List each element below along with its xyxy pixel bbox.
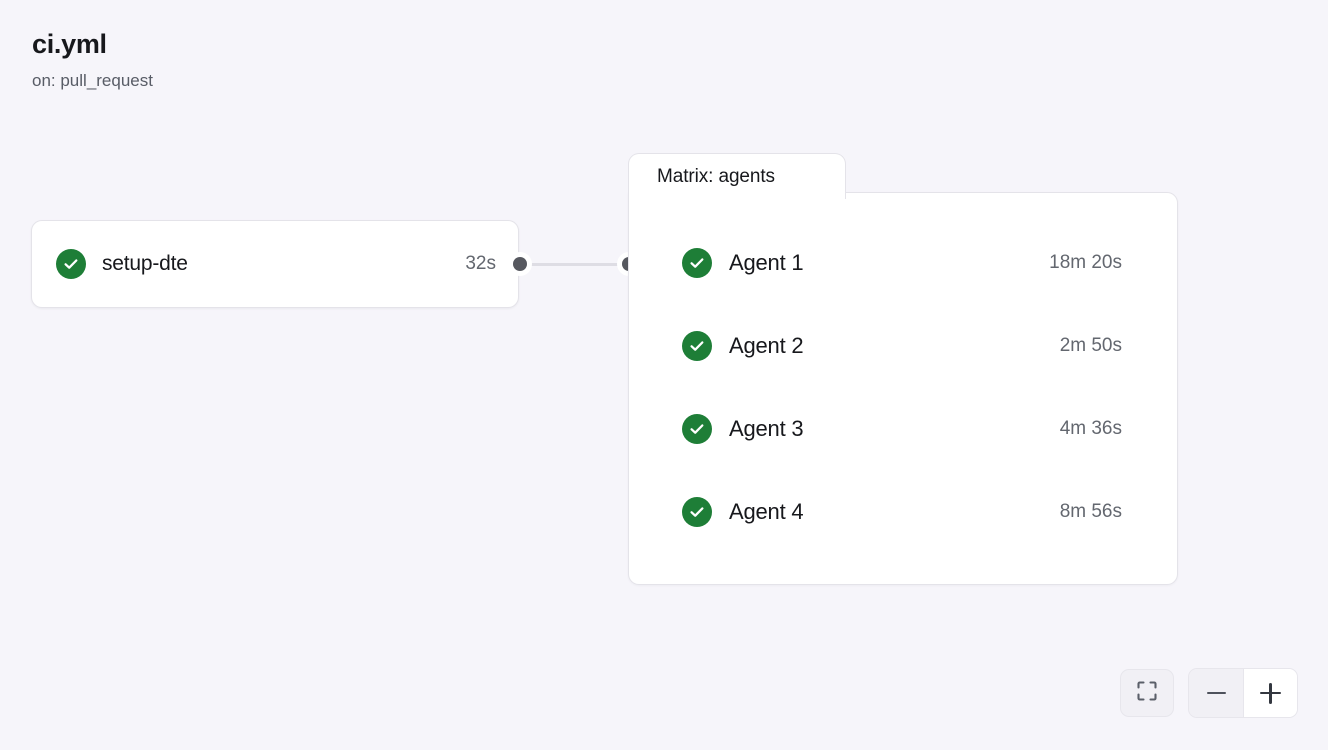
tab-seam <box>629 191 845 195</box>
matrix-body <box>628 192 1178 585</box>
plus-icon <box>1260 682 1281 704</box>
fit-screen-icon <box>1135 679 1159 708</box>
fit-view-button[interactable] <box>1120 669 1174 717</box>
zoom-control-group <box>1188 668 1298 718</box>
agent-duration: 8m 56s <box>1059 501 1122 522</box>
matrix-agent-row[interactable]: Agent 4 8m 56s <box>682 496 1122 528</box>
agent-duration: 2m 50s <box>1059 335 1122 356</box>
agent-name-label: Agent 1 <box>729 250 804 275</box>
check-circle-icon <box>682 414 712 444</box>
check-circle-icon <box>682 331 712 361</box>
minus-icon <box>1206 691 1226 695</box>
page-title: ci.yml <box>32 29 107 59</box>
check-circle-icon <box>682 497 712 527</box>
job-node-setup-dte[interactable]: setup-dte 32s <box>31 220 519 308</box>
edge-setup-to-matrix <box>519 263 631 266</box>
agent-name-label: Agent 3 <box>729 416 804 441</box>
zoom-in-button[interactable] <box>1243 669 1297 717</box>
workflow-trigger: on: pull_request <box>32 70 153 90</box>
job-name-label: setup-dte <box>102 252 188 275</box>
job-duration: 32s <box>465 253 496 274</box>
matrix-agent-list: Agent 1 18m 20s Agent 2 2m 50s A <box>628 192 1178 585</box>
agent-duration: 4m 36s <box>1059 418 1122 439</box>
agent-name-label: Agent 2 <box>729 333 804 358</box>
workflow-header: ci.yml on: pull_request <box>32 29 153 90</box>
matrix-agent-row[interactable]: Agent 3 4m 36s <box>682 413 1122 445</box>
graph-controls <box>1120 668 1298 718</box>
output-port-setup-dte[interactable] <box>513 257 527 271</box>
matrix-agent-row[interactable]: Agent 2 2m 50s <box>682 330 1122 362</box>
agent-name-label: Agent 4 <box>729 499 804 524</box>
matrix-group-agents[interactable]: Matrix: agents Agent 1 18m 20s <box>628 153 1178 585</box>
zoom-out-button[interactable] <box>1189 669 1243 717</box>
check-circle-icon <box>682 248 712 278</box>
agent-duration: 18m 20s <box>1049 252 1122 273</box>
matrix-agent-row[interactable]: Agent 1 18m 20s <box>682 247 1122 279</box>
matrix-tab-label: Matrix: agents <box>657 165 775 187</box>
check-circle-icon <box>56 249 86 279</box>
